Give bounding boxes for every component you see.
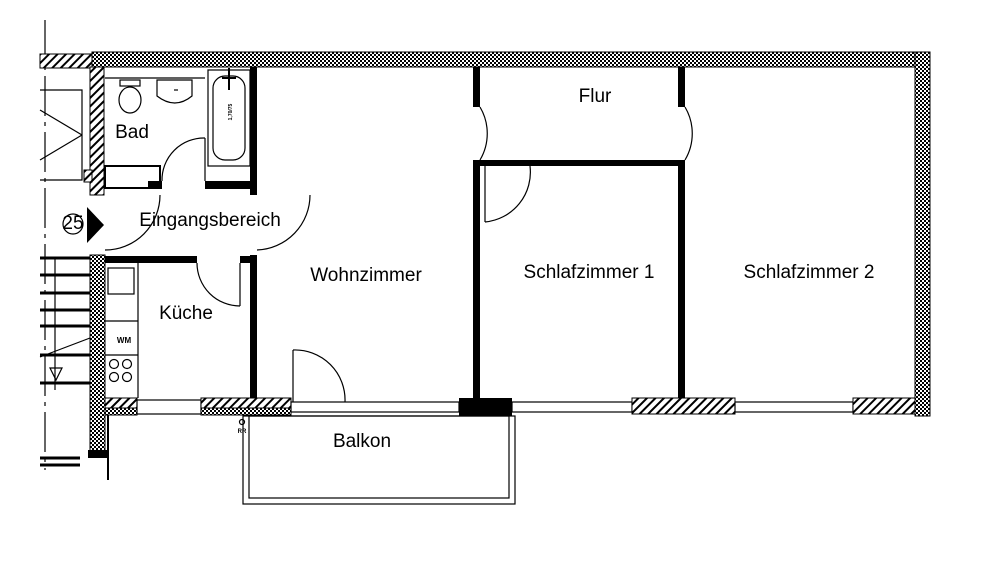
entrance-arrow-icon	[87, 207, 104, 243]
outer-walls	[83, 51, 931, 480]
interior-walls	[104, 67, 685, 398]
fridge-icon	[107, 267, 135, 295]
apartment-number: 25	[62, 213, 83, 234]
entrance-marker: 25	[62, 207, 104, 243]
room-label-bad: Bad	[115, 122, 149, 143]
toilet-icon	[118, 79, 142, 114]
bathtub-icon: 1,70/75	[207, 68, 251, 167]
room-label-wohnzimmer: Wohnzimmer	[310, 265, 422, 286]
rr-label: RR	[238, 429, 247, 435]
room-label-schlafzimmer-2: Schlafzimmer 2	[744, 262, 875, 283]
room-label-eingangsbereich: Eingangsbereich	[139, 210, 281, 231]
room-label-flur: Flur	[579, 86, 612, 107]
room-label-balkon: Balkon	[333, 431, 391, 452]
bathtub-size-label: 1,70/75	[228, 103, 234, 120]
washing-machine-label: WM	[117, 336, 132, 345]
doors	[104, 106, 693, 403]
room-label-schlafzimmer-1: Schlafzimmer 1	[524, 262, 655, 283]
stairwell	[39, 20, 93, 470]
room-label-kueche: Küche	[159, 303, 213, 324]
stove-icon	[108, 358, 133, 383]
balcony: RR	[238, 415, 516, 505]
kitchen-counter: WM	[105, 263, 139, 398]
sink-icon	[156, 79, 193, 104]
